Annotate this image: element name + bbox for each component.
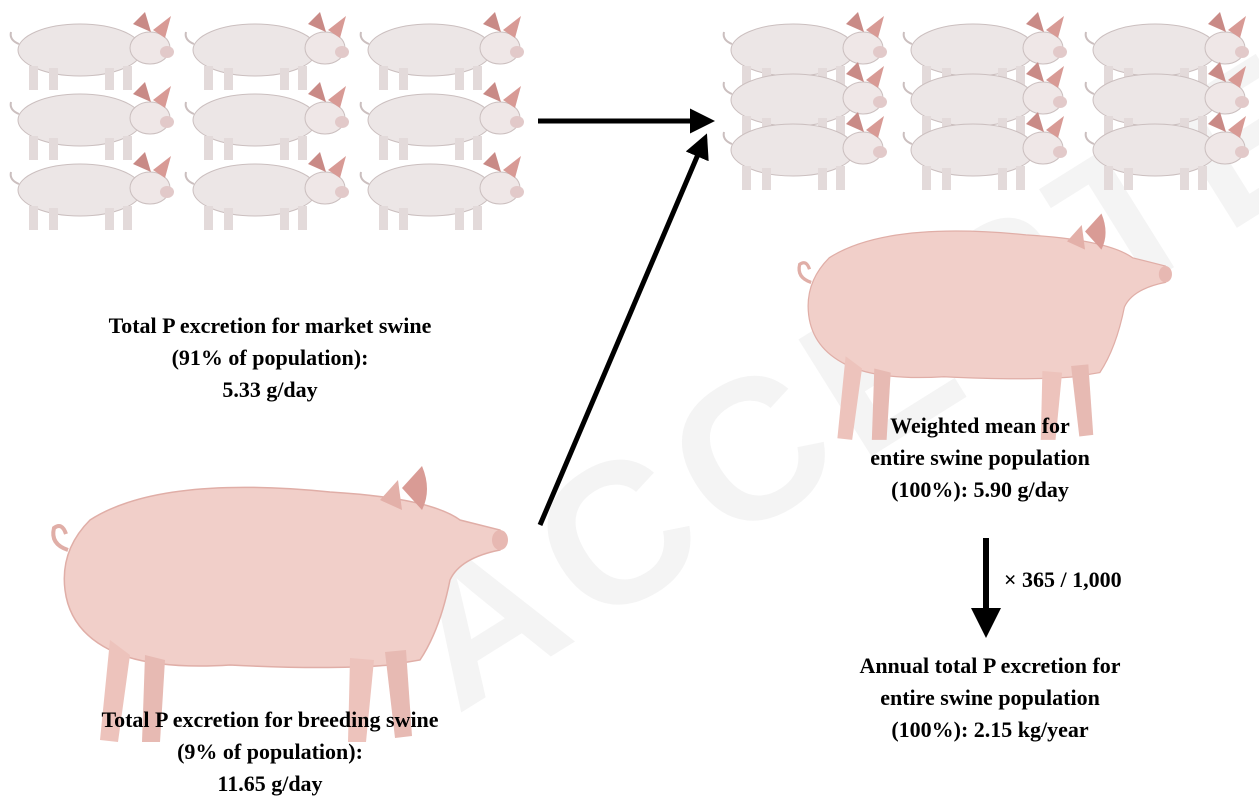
annual-total-label: Annual total P excretion for entire swin…	[790, 650, 1190, 746]
annual-line2: entire swine population	[790, 682, 1190, 714]
market-line2: (91% of population):	[40, 342, 500, 374]
breeding-sow-icon	[53, 466, 508, 742]
annual-line1: Annual total P excretion for	[790, 650, 1190, 682]
weighted-line3: (100%): 5.90 g/day	[780, 474, 1180, 506]
weighted-line2: entire swine population	[780, 442, 1180, 474]
annual-line3: (100%): 2.15 kg/year	[790, 714, 1190, 746]
market-swine-label: Total P excretion for market swine (91% …	[40, 310, 500, 406]
combined-swine-group	[724, 12, 1249, 190]
weighted-mean-label: Weighted mean for entire swine populatio…	[780, 410, 1180, 506]
conversion-text: × 365 / 1,000	[1004, 564, 1174, 596]
market-line1: Total P excretion for market swine	[40, 310, 500, 342]
breeding-swine-label: Total P excretion for breeding swine (9%…	[30, 704, 510, 800]
conversion-label: × 365 / 1,000	[1004, 564, 1174, 596]
market-swine-group	[11, 12, 524, 230]
breeding-line1: Total P excretion for breeding swine	[30, 704, 510, 736]
breeding-line2: (9% of population):	[30, 736, 510, 768]
breeding-line3: 11.65 g/day	[30, 768, 510, 800]
arrow-breeding-to-population	[540, 138, 705, 525]
combined-sow-icon	[799, 214, 1172, 440]
weighted-line1: Weighted mean for	[780, 410, 1180, 442]
market-line3: 5.33 g/day	[40, 374, 500, 406]
